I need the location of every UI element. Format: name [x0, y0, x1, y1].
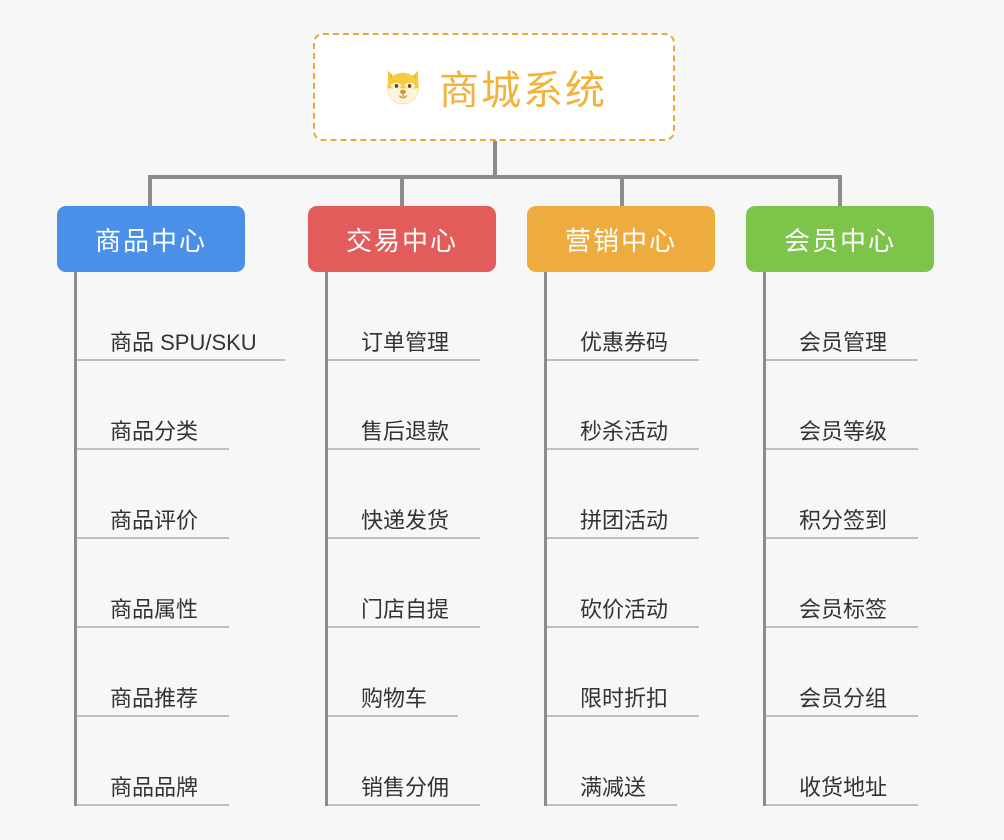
leaf-underline — [328, 626, 480, 628]
category-title: 营销中心 — [564, 225, 677, 256]
list-item[interactable]: 商品推荐 — [77, 628, 267, 717]
list-item[interactable]: 会员等级 — [766, 361, 934, 450]
leaf-label: 满减送 — [580, 774, 647, 800]
list-item[interactable]: 购物车 — [328, 628, 496, 717]
leaf-underline — [766, 537, 918, 539]
list-item[interactable]: 售后退款 — [328, 361, 496, 450]
leaf-underline — [328, 359, 480, 361]
list-item[interactable]: 收货地址 — [766, 717, 934, 806]
list-item[interactable]: 商品 SPU/SKU — [77, 272, 285, 361]
leaf-label: 积分签到 — [799, 507, 888, 533]
list-item[interactable]: 限时折扣 — [547, 628, 715, 717]
leaf-underline — [766, 804, 918, 806]
leaf-label: 商品属性 — [110, 596, 199, 622]
leaf-underline — [766, 359, 918, 361]
list-item[interactable]: 会员管理 — [766, 272, 934, 361]
leaf-label: 商品推荐 — [110, 685, 199, 711]
leaf-label: 会员标签 — [799, 596, 888, 622]
list-item[interactable]: 商品品牌 — [77, 717, 267, 806]
leaf-label: 购物车 — [361, 685, 428, 711]
leaf-underline — [766, 626, 918, 628]
connector-drop-4 — [838, 175, 842, 206]
list-item[interactable]: 商品评价 — [77, 450, 267, 539]
list-item[interactable]: 砍价活动 — [547, 539, 715, 628]
leaf-list-member-center: 会员管理 会员等级 积分签到 会员标签 会员分组 收货地址 — [763, 272, 934, 806]
leaf-underline — [77, 448, 229, 450]
leaf-label: 拼团活动 — [580, 507, 669, 533]
leaf-underline — [766, 715, 918, 717]
list-item[interactable]: 满减送 — [547, 717, 715, 806]
leaf-underline — [77, 626, 229, 628]
root-node[interactable]: 商城系统 — [313, 33, 675, 141]
category-header-trade-center[interactable]: 交易中心 — [308, 206, 496, 272]
leaf-label: 商品 SPU/SKU — [110, 329, 257, 355]
list-item[interactable]: 会员分组 — [766, 628, 934, 717]
category-header-product-center[interactable]: 商品中心 — [57, 206, 245, 272]
column-marketing-center: 营销中心 优惠券码 秒杀活动 拼团活动 砍价活动 限时折扣 — [527, 206, 715, 806]
connector-drop-2 — [400, 175, 404, 206]
leaf-underline — [766, 448, 918, 450]
leaf-label: 优惠券码 — [580, 329, 669, 355]
list-item[interactable]: 优惠券码 — [547, 272, 715, 361]
leaf-label: 商品品牌 — [110, 774, 199, 800]
leaf-label: 砍价活动 — [580, 596, 669, 622]
leaf-label: 门店自提 — [361, 596, 450, 622]
category-title: 会员中心 — [783, 225, 896, 256]
list-item[interactable]: 快递发货 — [328, 450, 496, 539]
leaf-underline — [77, 715, 229, 717]
list-item[interactable]: 积分签到 — [766, 450, 934, 539]
leaf-label: 订单管理 — [361, 329, 450, 355]
leaf-underline — [77, 537, 229, 539]
leaf-label: 限时折扣 — [580, 685, 669, 711]
connector-horizontal-bus — [148, 175, 842, 179]
leaf-underline — [547, 804, 677, 806]
leaf-underline — [77, 804, 229, 806]
leaf-label: 秒杀活动 — [580, 418, 669, 444]
shiba-dog-face-icon — [381, 65, 425, 109]
list-item[interactable]: 拼团活动 — [547, 450, 715, 539]
leaf-underline — [328, 448, 480, 450]
column-member-center: 会员中心 会员管理 会员等级 积分签到 会员标签 会员分组 — [746, 206, 934, 806]
leaf-label: 会员分组 — [799, 685, 888, 711]
leaf-underline — [547, 715, 699, 717]
category-title: 交易中心 — [345, 225, 458, 256]
category-header-member-center[interactable]: 会员中心 — [746, 206, 934, 272]
leaf-underline — [77, 359, 285, 361]
leaf-label: 会员管理 — [799, 329, 888, 355]
leaf-underline — [547, 626, 699, 628]
list-item[interactable]: 商品属性 — [77, 539, 267, 628]
leaf-label: 销售分佣 — [361, 774, 450, 800]
list-item[interactable]: 秒杀活动 — [547, 361, 715, 450]
connector-drop-3 — [620, 175, 624, 206]
leaf-underline — [547, 359, 699, 361]
leaf-list-marketing-center: 优惠券码 秒杀活动 拼团活动 砍价活动 限时折扣 满减送 — [544, 272, 715, 806]
root-title: 商城系统 — [439, 69, 607, 113]
column-product-center: 商品中心 商品 SPU/SKU 商品分类 商品评价 商品属性 商品推荐 — [57, 206, 285, 806]
leaf-label: 售后退款 — [361, 418, 450, 444]
leaf-label: 会员等级 — [799, 418, 888, 444]
leaf-underline — [328, 537, 480, 539]
leaf-label: 商品分类 — [110, 418, 199, 444]
leaf-underline — [328, 715, 458, 717]
leaf-list-trade-center: 订单管理 售后退款 快递发货 门店自提 购物车 销售分佣 — [325, 272, 496, 806]
list-item[interactable]: 销售分佣 — [328, 717, 496, 806]
leaf-label: 快递发货 — [361, 507, 450, 533]
list-item[interactable]: 会员标签 — [766, 539, 934, 628]
leaf-underline — [547, 448, 699, 450]
column-trade-center: 交易中心 订单管理 售后退款 快递发货 门店自提 购物车 — [308, 206, 496, 806]
leaf-underline — [547, 537, 699, 539]
connector-root-stem — [493, 141, 497, 178]
category-title: 商品中心 — [94, 225, 207, 256]
leaf-label: 收货地址 — [799, 774, 888, 800]
connector-drop-1 — [148, 175, 152, 206]
leaf-list-product-center: 商品 SPU/SKU 商品分类 商品评价 商品属性 商品推荐 商品品牌 — [74, 272, 285, 806]
leaf-label: 商品评价 — [110, 507, 199, 533]
list-item[interactable]: 门店自提 — [328, 539, 496, 628]
category-header-marketing-center[interactable]: 营销中心 — [527, 206, 715, 272]
list-item[interactable]: 商品分类 — [77, 361, 267, 450]
list-item[interactable]: 订单管理 — [328, 272, 496, 361]
leaf-underline — [328, 804, 480, 806]
